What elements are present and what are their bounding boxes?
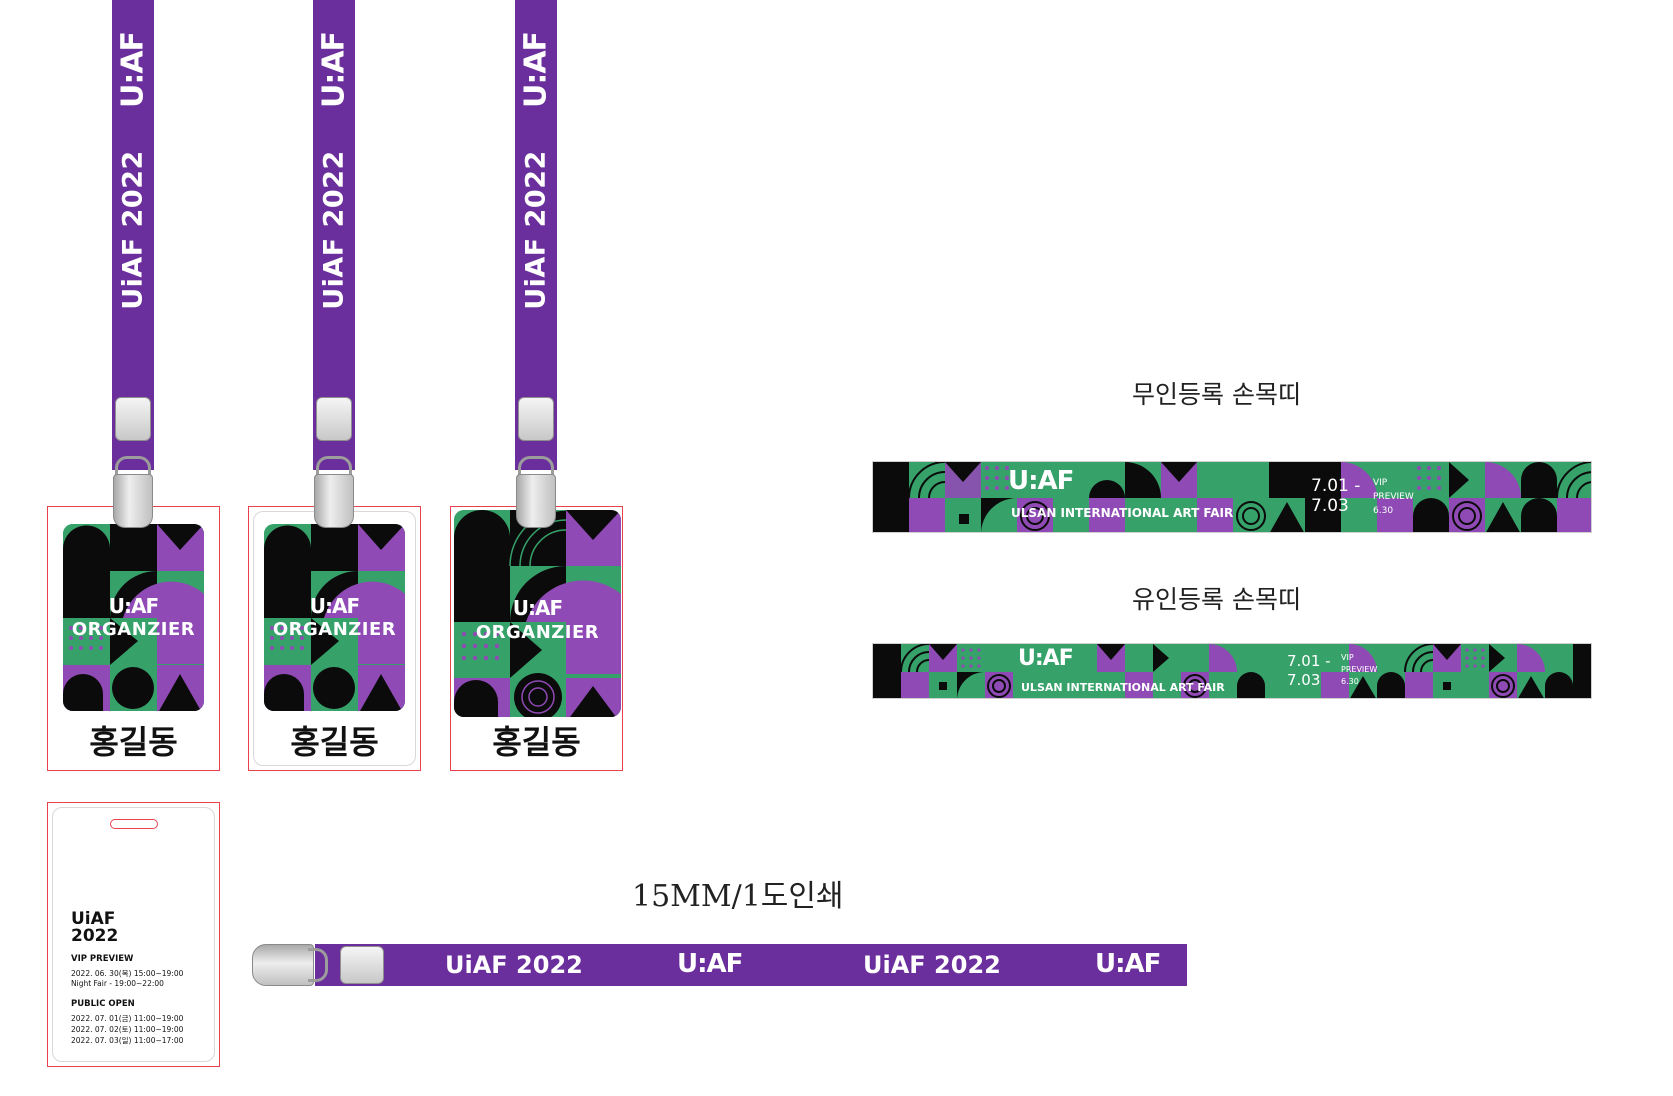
badge-slot-hole xyxy=(110,819,158,829)
wristband-vip: VIP xyxy=(1341,653,1354,662)
strap-logo-1: U:AF xyxy=(677,949,743,979)
back-public-line2: 2022. 07. 02(토) 11:00~19:00 xyxy=(71,1025,184,1034)
lanyard-logo: U:AF xyxy=(518,31,554,109)
back-public-line3: 2022. 07. 03(일) 11:00~17:00 xyxy=(71,1036,184,1045)
wristband-logo: U:AF xyxy=(1008,466,1074,496)
badge-name: 홍길동 xyxy=(290,723,379,761)
badge-organizer-label: ORGANZIER xyxy=(475,622,600,643)
wristband-fair-name: ULSAN INTERNATIONAL ART FAIR xyxy=(1021,681,1225,694)
lanyard-strap-2: U:AF UiAF 2022 xyxy=(313,0,355,470)
lanyard-buckle xyxy=(115,397,151,441)
badge-clip xyxy=(113,474,153,528)
badge-name: 홍길동 xyxy=(492,723,581,761)
wristband-fair-name: ULSAN INTERNATIONAL ART FAIR xyxy=(1011,506,1234,520)
lanyard-logo: U:AF xyxy=(316,31,352,109)
wristband-preview: PREVIEW xyxy=(1373,492,1414,502)
badge-card-frame: U:AF ORGANZIER 홍길동 xyxy=(47,506,220,771)
badge-clip xyxy=(314,474,354,528)
badge-back-frame: UiAF 2022 VIP PREVIEW 2022. 06. 30(목) 15… xyxy=(47,802,220,1067)
back-public-line1: 2022. 07. 01(금) 11:00~19:00 xyxy=(71,1014,184,1023)
badge-artwork: U:AF ORGANZIER xyxy=(454,510,621,717)
strap-clip-ring xyxy=(308,948,328,982)
lanyard-text: UiAF 2022 xyxy=(520,150,552,310)
badge-organizer-label: ORGANZIER xyxy=(71,619,196,640)
wristband-preview: PREVIEW xyxy=(1341,665,1378,674)
back-vip-line2: Night Fair - 19:00~22:00 xyxy=(71,979,164,988)
lanyard-text: UiAF 2022 xyxy=(117,150,149,310)
badge-organizer-label: ORGANZIER xyxy=(272,619,397,640)
strap-buckle xyxy=(340,946,384,984)
wristband-preview-date: 6.30 xyxy=(1373,506,1394,516)
wristband-dates-end: 7.03 xyxy=(1311,496,1349,516)
back-vip-line1: 2022. 06. 30(목) 15:00~19:00 xyxy=(71,969,184,978)
badge-back-outline xyxy=(52,807,215,1062)
manned-wristband-label: 유인등록 손목띠 xyxy=(1132,585,1301,614)
badge-clip-ring xyxy=(316,456,352,478)
lanyard-strap-1: U:AF UiAF 2022 xyxy=(112,0,154,470)
badge-card-frame: U:AF ORGANZIER 홍길동 xyxy=(450,506,623,771)
wristband-preview-date: 6.30 xyxy=(1341,677,1359,686)
unmanned-wristband-label: 무인등록 손목띠 xyxy=(1132,380,1301,409)
strap-logo-2: U:AF xyxy=(1095,949,1161,979)
lanyard-strap-3: U:AF UiAF 2022 xyxy=(515,0,557,470)
badge-clip-ring xyxy=(518,456,554,478)
horizontal-strap: UiAF 2022 U:AF UiAF 2022 U:AF xyxy=(315,944,1187,986)
badge-logo: U:AF xyxy=(309,594,360,618)
wristband-dates-end: 7.03 xyxy=(1287,671,1321,689)
unmanned-wristband: U:AF ULSAN INTERNATIONAL ART FAIR 7.01 -… xyxy=(872,461,1592,533)
back-title-line1: UiAF xyxy=(71,909,116,929)
badge-clip-ring xyxy=(115,456,151,478)
strap-clip-body xyxy=(252,944,314,986)
lanyard-buckle xyxy=(316,397,352,441)
strap-text-1: UiAF 2022 xyxy=(445,951,583,979)
wristband-vip: VIP xyxy=(1373,478,1388,488)
badge-card-frame: U:AF ORGANZIER 홍길동 xyxy=(248,506,421,771)
badge-artwork: U:AF ORGANZIER xyxy=(264,524,405,711)
manned-wristband: U:AF ULSAN INTERNATIONAL ART FAIR 7.01 -… xyxy=(872,643,1592,699)
badge-name: 홍길동 xyxy=(89,723,178,761)
wristband-dates-start: 7.01 - xyxy=(1287,652,1331,670)
strap-text-2: UiAF 2022 xyxy=(863,951,1001,979)
back-title-line2: 2022 xyxy=(71,926,119,946)
badge-artwork: U:AF ORGANZIER xyxy=(63,524,204,711)
back-public-heading: PUBLIC OPEN xyxy=(71,999,135,1009)
print-spec-note: 15MM/1도인쇄 xyxy=(632,879,844,914)
wristband-dates-start: 7.01 - xyxy=(1311,476,1361,496)
wristband-logo: U:AF xyxy=(1018,646,1074,671)
badge-logo: U:AF xyxy=(108,594,159,618)
lanyard-text: UiAF 2022 xyxy=(318,150,350,310)
lanyard-logo: U:AF xyxy=(115,31,151,109)
badge-logo: U:AF xyxy=(512,596,563,620)
back-vip-heading: VIP PREVIEW xyxy=(71,954,134,964)
badge-clip xyxy=(516,474,556,528)
lanyard-buckle xyxy=(518,397,554,441)
